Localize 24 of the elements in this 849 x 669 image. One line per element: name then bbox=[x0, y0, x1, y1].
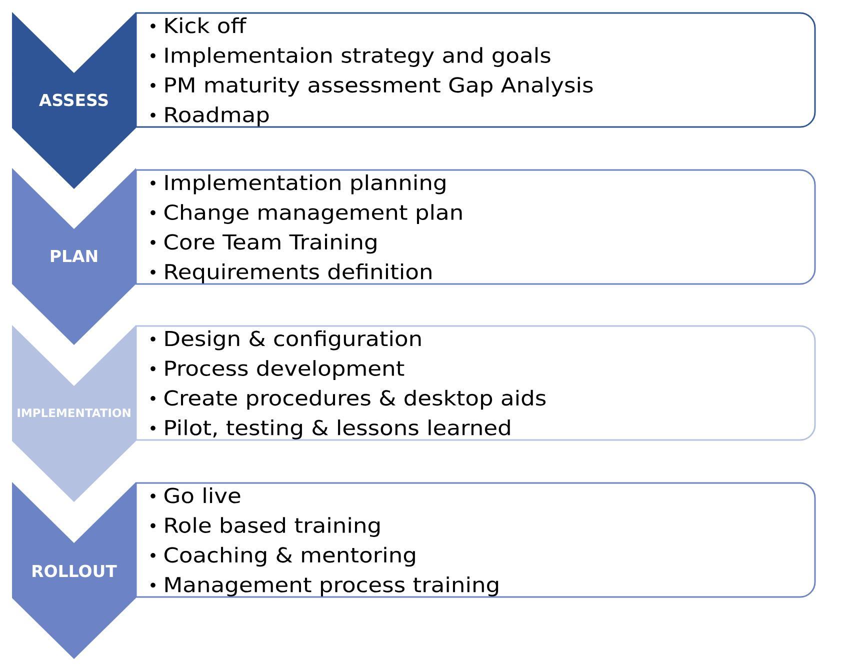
phase-band: IMPLEMENTATION bbox=[12, 325, 136, 502]
list-item: Roadmap bbox=[165, 106, 269, 126]
rounded-box bbox=[135, 12, 816, 128]
list-item: Coaching & mentoring bbox=[164, 546, 415, 567]
rounded-box bbox=[135, 482, 816, 598]
list-item: Core Team Training bbox=[164, 234, 376, 254]
phase-band: ASSESS bbox=[12, 12, 136, 189]
list-item: Design & configuration bbox=[165, 330, 421, 350]
list-item: Create procedures & desktop aids bbox=[164, 390, 546, 410]
rounded-box bbox=[135, 169, 816, 285]
list-item: Implementation planning bbox=[165, 174, 446, 194]
list-item: Role based training bbox=[165, 517, 380, 537]
list-item: Process development bbox=[165, 360, 404, 380]
list-item: PM maturity assessment Gap Analysis bbox=[165, 76, 593, 97]
phase-band: PLAN bbox=[12, 168, 136, 345]
phase-band: ROLLOUT bbox=[12, 482, 136, 659]
list-item: Change management plan bbox=[164, 204, 462, 224]
list-item: Management process training bbox=[165, 576, 498, 596]
list-item: Kick off bbox=[165, 17, 247, 34]
list-item: Go live bbox=[164, 487, 240, 504]
rounded-box bbox=[135, 325, 816, 441]
list-item: Pilot, testing & lessons learned bbox=[165, 420, 510, 440]
list-item: Requirements definition bbox=[165, 264, 432, 284]
list-item: Implementaion strategy and goals bbox=[165, 47, 550, 67]
